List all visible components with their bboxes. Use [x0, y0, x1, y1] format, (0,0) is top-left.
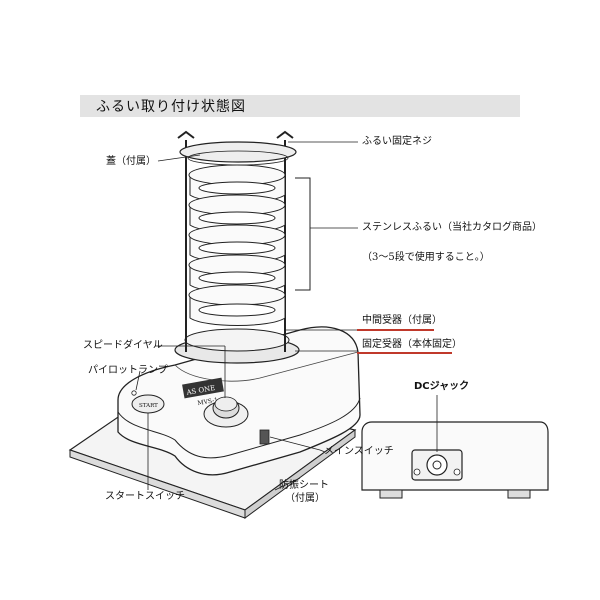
leader-lines [135, 141, 358, 491]
label-mat-line2: （付属） [285, 493, 325, 504]
label-mat-line1: 防振シート [279, 480, 329, 491]
wing-screw-left [177, 130, 195, 139]
model-text: MVS-1 [197, 397, 219, 407]
label-screw: ふるい固定ネジ [362, 136, 432, 147]
label-sieve-note: （3〜5段で使用すること。） [362, 252, 490, 263]
wing-screw-right [276, 130, 294, 139]
label-main-switch: メインスイッチ [324, 446, 394, 457]
label-pilot-lamp: パイロットランプ [88, 365, 168, 376]
title-bar [80, 95, 520, 117]
shaker-base: AS ONE MVS-1 START [117, 326, 361, 476]
label-mid-tray: 中間受器（付属） [362, 315, 442, 326]
pilot-lamp [131, 390, 137, 396]
label-start-switch: スタートスイッチ [105, 491, 185, 502]
main-switch[interactable] [259, 429, 270, 445]
label-dc-jack: DCジャック [414, 381, 470, 392]
sieve-stack [174, 130, 311, 364]
middle-tray [184, 328, 290, 352]
rear-view [361, 395, 549, 499]
label-speed-dial: スピードダイヤル [83, 340, 163, 351]
start-button-label: START [139, 403, 158, 409]
label-lid: 蓋（付属） [106, 156, 156, 167]
lid [179, 141, 297, 163]
label-fixed-tray: 固定受器（本体固定） [362, 339, 462, 350]
diagram-title: ふるい取り付け状態図 [96, 99, 246, 115]
label-sieve: ステンレスふるい（当社カタログ商品） [362, 222, 542, 233]
